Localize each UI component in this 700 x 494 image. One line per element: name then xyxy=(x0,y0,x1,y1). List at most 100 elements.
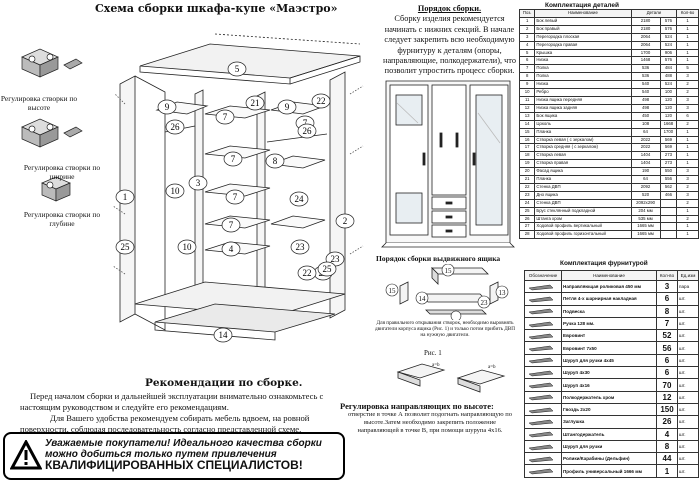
parts-cell: 2022 xyxy=(630,143,661,153)
fitting-symbol xyxy=(524,378,562,392)
diagram-callout-label: 3 xyxy=(196,178,201,188)
fitting-symbol xyxy=(524,390,562,404)
diagram-callout-label: 10 xyxy=(183,242,193,252)
parts-cell: 1665 мм xyxy=(630,230,661,240)
parts-cell: 2 xyxy=(676,119,699,129)
fitting-qty: 150 xyxy=(656,402,678,417)
assembly-order-block: Порядок сборки. Сборку изделия рекоменду… xyxy=(382,4,517,77)
parts-cell: Полка xyxy=(534,72,632,82)
diagram-callout-circle xyxy=(215,109,235,125)
parts-cell: 18 xyxy=(518,151,536,161)
fitting-qty: 6 xyxy=(656,292,678,306)
diagram-callout-label: 7 xyxy=(231,154,236,164)
parts-cell: 906 xyxy=(659,48,678,58)
parts-cell: 2 xyxy=(676,182,699,192)
parts-cell: 1 xyxy=(676,48,699,58)
parts-cell: 190 xyxy=(630,167,661,177)
parts-cell: 120 xyxy=(659,103,678,113)
fitting-unit: шт. xyxy=(677,439,699,454)
parts-cell: Створка средняя ( с зеркалом) xyxy=(534,143,632,153)
fitting-unit: шт. xyxy=(677,378,699,392)
parts-cell: 64 xyxy=(630,175,661,184)
parts-cell: 25 xyxy=(518,206,536,216)
diagram-callout-label: 26 xyxy=(303,126,313,136)
fitting-symbol xyxy=(524,304,562,318)
parts-cell: 108 xyxy=(630,119,661,129)
parts-cell: 1 xyxy=(518,16,536,26)
warning-text: Уважаемые покупатели! Идеального качеств… xyxy=(45,438,339,471)
drawer-label-13b: 15 xyxy=(389,287,397,295)
fitting-unit: шт. xyxy=(677,464,699,478)
fitting-name: Гвоздь 2х20 xyxy=(561,402,657,417)
diagram-callout-label: 9 xyxy=(165,102,170,112)
parts-cell: Ходовой профиль горизонтальный xyxy=(534,230,632,240)
parts-cell: Низка xyxy=(534,80,632,90)
parts-cell: 1 xyxy=(676,143,699,153)
hinge-adjustment-illustrations xyxy=(21,48,83,202)
diagram-callout-label: 23 xyxy=(331,254,341,264)
assembled-wardrobe-front-view xyxy=(381,80,515,248)
parts-cell: 4 xyxy=(518,40,536,50)
parts-cell: 1665 мм xyxy=(630,222,661,232)
fitting-symbol xyxy=(524,402,562,417)
fitting-qty: 8 xyxy=(656,439,678,454)
parts-cell: 26 xyxy=(518,214,536,224)
diagram-callout-circle xyxy=(289,191,309,207)
parts-cell: 524 xyxy=(659,80,678,90)
diagram-callout-circle xyxy=(221,241,241,257)
parts-cell: 17 xyxy=(518,143,536,153)
parts-cell: 569 xyxy=(659,143,678,153)
parts-cell: Бок правый xyxy=(534,24,632,34)
parts-col-pos: Поз. xyxy=(518,9,536,18)
figure-1-label: Рис. 1 xyxy=(424,349,442,357)
fitting-name: Шуруп для ручки xyxy=(561,439,657,454)
adjust-width-label: Регулировка створки по ширине xyxy=(23,163,101,181)
svg-text:a=b: a=b xyxy=(488,365,496,370)
parts-col-qty: Кол-во xyxy=(676,9,699,18)
parts-cell: Цоколь xyxy=(534,119,632,129)
parts-cell: 540 xyxy=(630,88,661,97)
parts-cell: 550 xyxy=(659,167,678,177)
fitting-name: Штангодержатель xyxy=(561,427,657,441)
parts-cell: Створка левая ( с зеркалом) xyxy=(534,135,632,145)
parts-cell: 1404 xyxy=(630,159,661,169)
parts-cell: Стенка ДВП xyxy=(534,182,632,192)
diagram-callout-label: 7 xyxy=(223,112,228,122)
parts-cell: 450 xyxy=(630,111,661,121)
diagram-callout-circle xyxy=(311,93,331,109)
fitting-qty: 44 xyxy=(656,452,678,466)
parts-cell: 484 xyxy=(659,64,678,74)
drawer-label-12: 13 xyxy=(499,289,507,297)
parts-cell: 1 xyxy=(676,40,699,50)
recommendations-p2: Для Вашего удобства рекомендуем собирать… xyxy=(20,413,310,434)
diagram-callout-circle xyxy=(245,95,265,111)
parts-cell: Полка xyxy=(534,64,632,74)
exploded-wardrobe-diagram: 5992122772678103724102372322122625254221… xyxy=(112,33,364,343)
diagram-callout-circle xyxy=(317,261,337,277)
parts-cell: 14 xyxy=(518,119,536,129)
parts-cell: 8 xyxy=(518,72,536,82)
parts-cell: 22 xyxy=(518,182,536,192)
svg-text:a=b: a=b xyxy=(432,363,440,368)
diagram-callout-circle xyxy=(213,327,233,343)
parts-cell: 2 xyxy=(676,88,699,97)
diagram-callout-label: 26 xyxy=(171,122,181,132)
fitting-qty: 4 xyxy=(656,427,678,441)
diagram-callout-circle xyxy=(335,213,355,229)
diagram-callout-label: 8 xyxy=(273,156,278,166)
